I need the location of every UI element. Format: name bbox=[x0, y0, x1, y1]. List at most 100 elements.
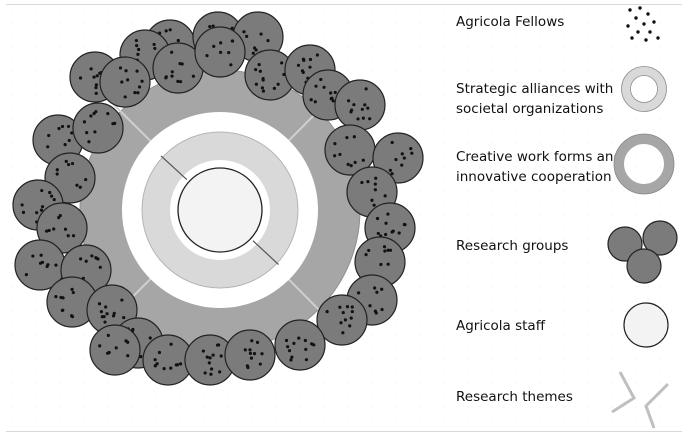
fellow-dot bbox=[95, 256, 99, 260]
research-group bbox=[14, 239, 66, 291]
fellow-dot bbox=[39, 253, 43, 257]
fellow-dot bbox=[105, 312, 109, 316]
legend-label-fellows: Agricola Fellows bbox=[456, 14, 565, 30]
fellow-dot bbox=[47, 228, 51, 233]
fellow-dot bbox=[260, 352, 264, 356]
fellow-dot bbox=[114, 346, 118, 350]
fellow-dot bbox=[254, 67, 258, 72]
fellow-dot bbox=[375, 290, 379, 294]
fellow-dot bbox=[628, 8, 632, 12]
fellow-dot bbox=[374, 176, 378, 180]
fellow-dot bbox=[82, 120, 87, 124]
fellow-dot bbox=[94, 86, 98, 90]
fellow-dot bbox=[261, 77, 265, 81]
fellow-dot bbox=[209, 372, 213, 376]
fellow-dot bbox=[656, 36, 660, 40]
fellow-dot bbox=[374, 311, 378, 315]
fellow-dot bbox=[39, 208, 44, 212]
fellow-dot bbox=[386, 248, 390, 252]
fellow-dot bbox=[40, 205, 45, 209]
fellow-dot bbox=[248, 348, 252, 352]
fellow-dot bbox=[304, 347, 308, 351]
light-ring-icon bbox=[621, 66, 667, 112]
fellow-dot bbox=[203, 371, 207, 375]
fellow-dot bbox=[201, 349, 205, 353]
fellow-dot bbox=[136, 91, 140, 95]
fellow-dot bbox=[373, 182, 377, 186]
fellow-dot bbox=[360, 107, 364, 111]
fellow-dot bbox=[254, 48, 258, 52]
fellow-dot bbox=[272, 86, 276, 90]
fellow-dot bbox=[205, 53, 209, 58]
light-ring-shape bbox=[621, 66, 667, 112]
fellow-dot bbox=[296, 63, 301, 67]
fellow-dot bbox=[92, 75, 96, 79]
fellow-dot bbox=[254, 82, 258, 86]
fellow-dot bbox=[322, 85, 326, 89]
fellow-dot bbox=[642, 22, 646, 26]
fellow-dot bbox=[126, 354, 130, 358]
fellow-dot bbox=[98, 344, 102, 348]
fellow-dot bbox=[178, 61, 182, 66]
fellow-dot bbox=[92, 111, 96, 116]
fellow-dot bbox=[373, 188, 377, 192]
fellow-dot bbox=[52, 227, 56, 231]
fellow-dot bbox=[638, 6, 642, 10]
fellow-dot bbox=[257, 63, 261, 67]
fellow-dot bbox=[191, 74, 196, 78]
fellow-dot bbox=[314, 84, 318, 88]
fellow-dot bbox=[356, 291, 361, 295]
fellow-dot bbox=[276, 82, 280, 86]
fellow-dot bbox=[55, 168, 59, 172]
fellow-dot bbox=[78, 76, 83, 80]
fellow-dot bbox=[219, 41, 223, 45]
cluster-circle bbox=[626, 248, 662, 284]
fellow-dot bbox=[304, 358, 309, 362]
research-group-circle bbox=[89, 324, 141, 376]
fellow-dot bbox=[361, 116, 365, 120]
research-group-circle bbox=[274, 319, 326, 371]
theme-line-right bbox=[644, 382, 670, 429]
fellow-dot bbox=[134, 38, 138, 43]
fellow-dot bbox=[210, 367, 214, 371]
fellow-dot bbox=[308, 57, 313, 62]
fellow-dot bbox=[341, 331, 345, 335]
fellow-dot bbox=[364, 87, 368, 91]
fellow-dot bbox=[63, 142, 67, 147]
fellow-dot bbox=[366, 106, 370, 110]
fellow-dot bbox=[249, 356, 254, 360]
theme-line-left bbox=[611, 371, 636, 414]
fellow-dot bbox=[289, 358, 293, 362]
fellow-dot bbox=[153, 364, 158, 368]
fellow-dot bbox=[227, 50, 231, 55]
light-ring-inner-outline bbox=[630, 75, 658, 103]
fellow-dot bbox=[54, 263, 58, 267]
fellow-dot bbox=[280, 61, 284, 65]
staff-circle bbox=[623, 302, 669, 348]
fellow-dot bbox=[124, 69, 128, 73]
fellow-dot bbox=[347, 99, 351, 103]
fellow-dot bbox=[388, 168, 393, 172]
fellow-dot bbox=[349, 316, 353, 320]
fellow-dot bbox=[308, 65, 312, 69]
legend-label-work-forms: Creative work forms and innovative coope… bbox=[456, 149, 623, 185]
fellow-dot bbox=[384, 232, 388, 237]
fellow-dot bbox=[106, 333, 110, 337]
fellow-dot bbox=[400, 152, 404, 156]
fellow-dot bbox=[70, 161, 75, 166]
fellow-dot bbox=[261, 89, 266, 93]
fellow-dot bbox=[31, 254, 35, 258]
fellow-dot bbox=[215, 343, 220, 347]
fellow-dot bbox=[208, 24, 212, 29]
fellow-dot bbox=[45, 264, 49, 269]
fellow-dot bbox=[349, 163, 353, 168]
fellow-dot bbox=[248, 351, 253, 355]
fellow-dot bbox=[52, 197, 56, 202]
fellow-dot bbox=[124, 339, 128, 343]
research-group-circle bbox=[334, 79, 386, 131]
fellow-dot bbox=[325, 310, 329, 314]
fellow-dot bbox=[211, 24, 215, 28]
fellow-dot bbox=[90, 254, 94, 258]
fellow-dot bbox=[301, 70, 305, 74]
